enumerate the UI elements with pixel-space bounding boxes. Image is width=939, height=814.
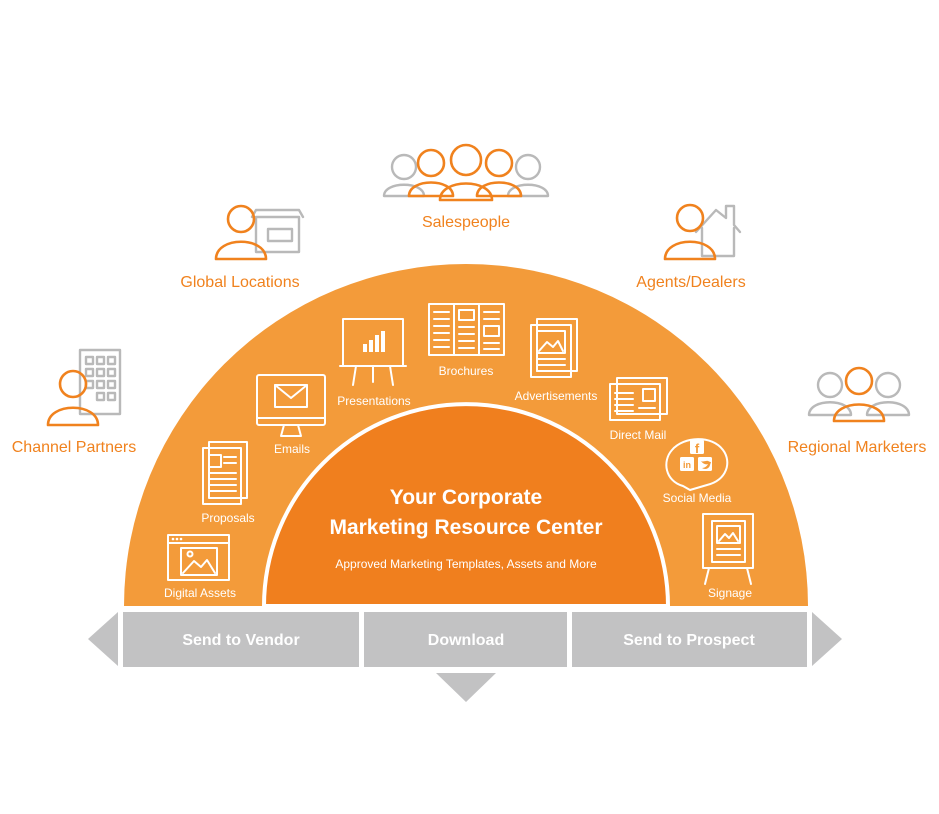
salespeople-label: Salespeople: [422, 214, 510, 231]
download-button[interactable]: Download: [364, 612, 567, 667]
channel-partners-label: Channel Partners: [12, 439, 137, 456]
download-label: Download: [428, 632, 504, 649]
social-media-icon: f in: [665, 438, 729, 491]
svg-text:in: in: [683, 460, 691, 470]
presentations-label: Presentations: [337, 394, 410, 408]
social-media-label: Social Media: [663, 491, 732, 505]
left-arrow[interactable]: [88, 612, 118, 666]
brochures-label: Brochures: [439, 364, 494, 378]
regional-marketers-icon: [807, 366, 911, 423]
advertisements-icon: [530, 318, 578, 378]
proposals-label: Proposals: [201, 511, 254, 525]
digital-assets-label: Digital Assets: [164, 586, 236, 600]
channel-partners-icon: [46, 348, 122, 427]
emails-label: Emails: [274, 442, 310, 456]
center-title-line2: Marketing Resource Center: [329, 516, 602, 539]
emails-icon: [256, 374, 326, 437]
regional-marketers-label: Regional Marketers: [788, 439, 927, 456]
signage-label: Signage: [708, 586, 752, 600]
agents-dealers-label: Agents/Dealers: [636, 274, 745, 291]
send-to-prospect-button[interactable]: Send to Prospect: [572, 612, 807, 667]
presentations-icon: [339, 318, 407, 386]
direct-mail-icon: [609, 377, 668, 421]
signage-icon: [702, 513, 754, 585]
inner-semicircle: [261, 402, 671, 608]
global-locations-icon: [214, 204, 305, 261]
center-subtitle: Approved Marketing Templates, Assets and…: [335, 557, 597, 571]
send-to-prospect-label: Send to Prospect: [623, 632, 755, 649]
proposals-icon: [202, 441, 248, 505]
agents-dealers-icon: [663, 203, 742, 261]
direct-mail-label: Direct Mail: [610, 428, 667, 442]
salespeople-icon: [382, 143, 550, 202]
send-to-vendor-button[interactable]: Send to Vendor: [123, 612, 359, 667]
center-title-line1: Your Corporate: [390, 486, 542, 509]
right-arrow[interactable]: [812, 612, 842, 666]
global-locations-label: Global Locations: [180, 274, 299, 291]
svg-text:f: f: [695, 441, 700, 456]
digital-assets-icon: [167, 534, 230, 581]
advertisements-label: Advertisements: [515, 389, 598, 403]
brochures-icon: [428, 303, 505, 356]
down-arrow[interactable]: [436, 673, 496, 702]
send-to-vendor-label: Send to Vendor: [182, 632, 299, 649]
